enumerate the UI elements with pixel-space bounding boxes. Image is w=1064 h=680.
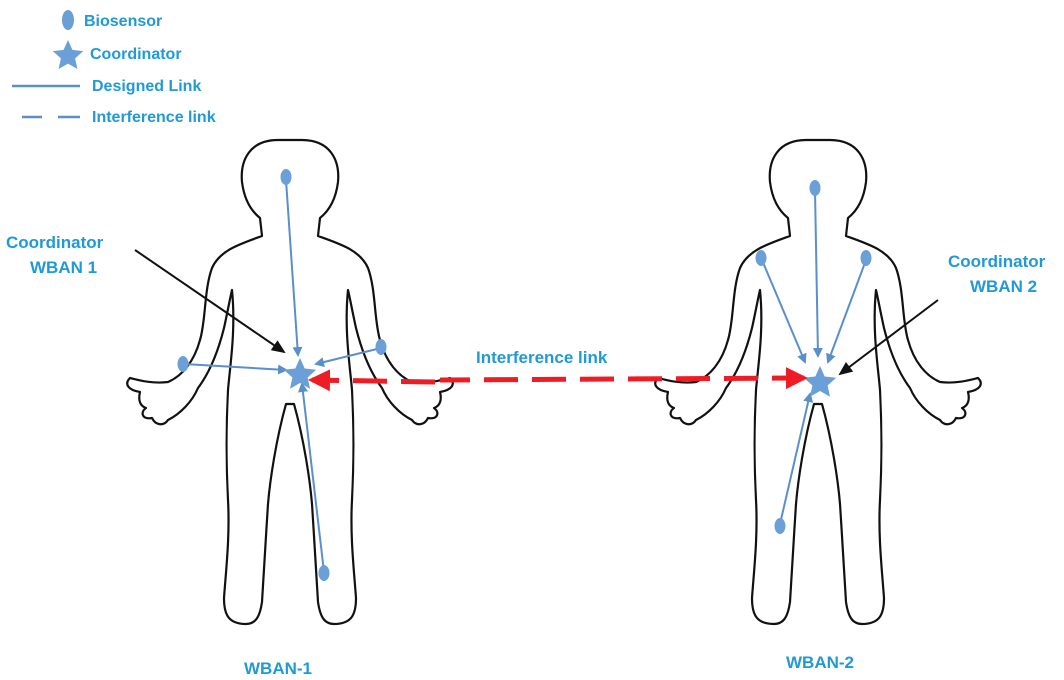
coordinator-wban2-label-line2: WBAN 2 [970,277,1037,296]
ellipse-icon [62,10,74,30]
interference-arrow-right [440,378,804,380]
biosensor [281,169,292,185]
interference-link-label: Interference link [476,348,608,367]
legend-designed-link-label: Designed Link [92,78,201,95]
biosensor [178,356,189,372]
legend-interference-link-label: Interference link [92,109,216,126]
legend-designed-link: Designed Link [12,78,201,95]
biosensor [775,518,786,534]
biosensor [756,250,767,266]
biosensor [861,250,872,266]
coordinator-wban1-label-line2: WBAN 1 [30,258,97,277]
biosensor [319,565,330,581]
legend-coordinator-label: Coordinator [90,46,182,63]
wban1-name: WBAN-1 [244,659,312,678]
legend-coordinator: Coordinator [53,40,182,69]
coordinator-wban1-label-line1: Coordinator [6,233,104,252]
star-icon [53,40,83,69]
legend-interference-link: Interference link [22,109,216,126]
wban2-name: WBAN-2 [786,653,854,672]
biosensor [376,339,387,355]
biosensor [810,180,821,196]
legend-biosensor: Biosensor [62,10,162,30]
legend-biosensor-label: Biosensor [84,13,162,30]
legend: Biosensor Coordinator Designed Link Inte… [12,10,216,126]
interference-arrow-left [312,380,435,382]
coordinator-wban2-label-line1: Coordinator [948,252,1046,271]
